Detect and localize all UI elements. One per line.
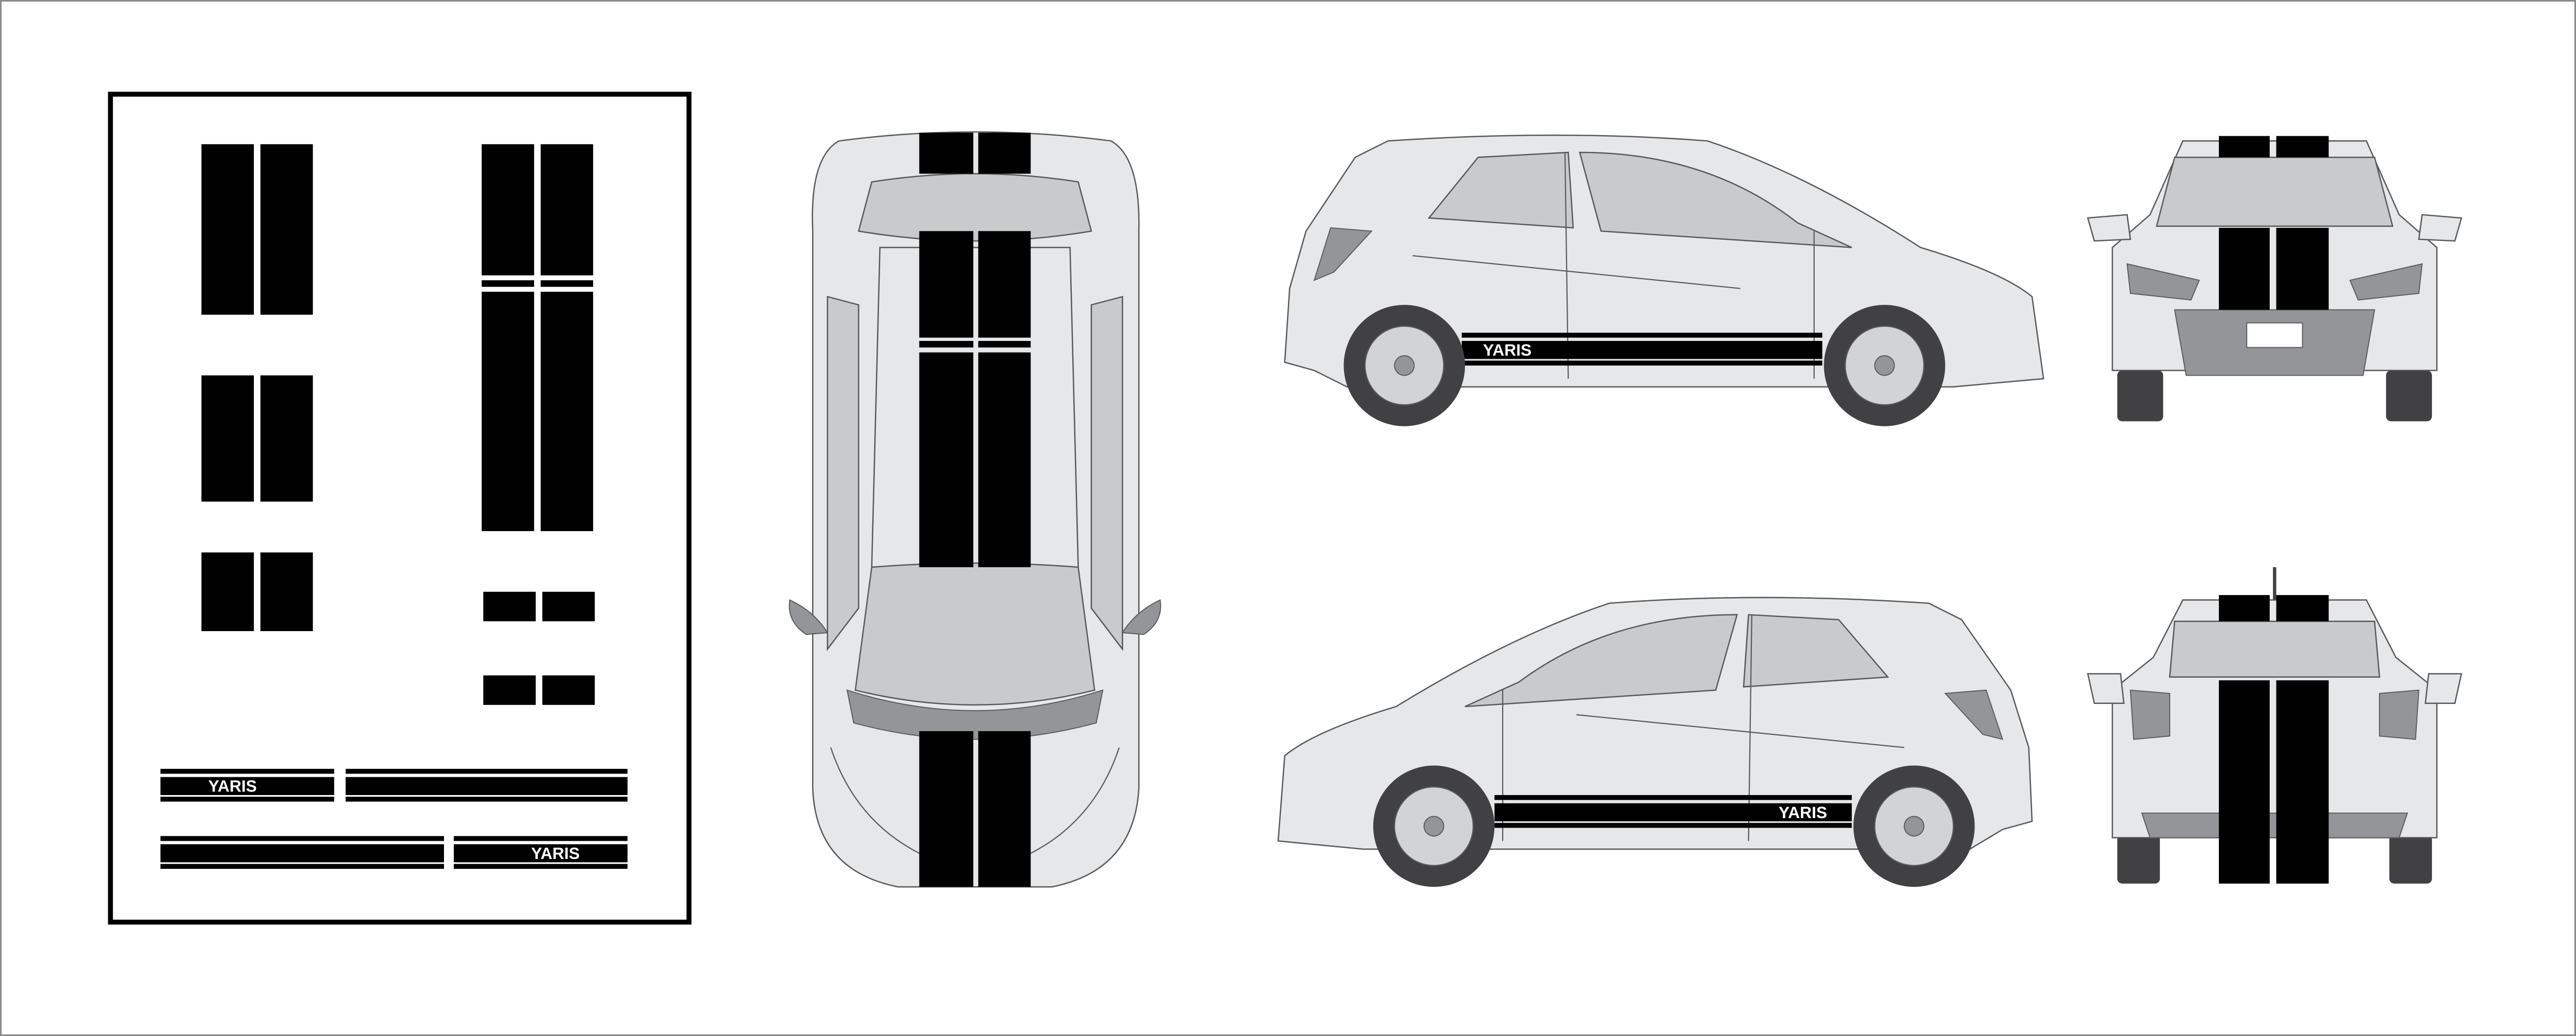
top-stripes <box>919 133 1031 887</box>
stripe-piece <box>483 675 536 705</box>
sheet-side-stripe-1: YARIS <box>160 768 335 802</box>
stripe-piece <box>542 675 595 705</box>
sheet-side-stripe-4: YARIS <box>453 836 628 869</box>
decal-sheet: YARIS YARIS <box>108 92 692 925</box>
wheel <box>1373 765 1495 887</box>
license-plate <box>2246 322 2303 348</box>
rear-window <box>858 173 1092 242</box>
stripe-piece <box>542 591 595 622</box>
stripe-piece <box>540 144 593 275</box>
rear-window <box>2169 620 2381 678</box>
stripe-piece <box>201 552 254 631</box>
wheel <box>1343 305 1465 426</box>
car-top-view <box>789 131 1161 888</box>
sheet-yaris-label: YARIS <box>531 844 580 863</box>
side-right-yaris-label: YARIS <box>1483 341 1531 359</box>
side-right-stripe: YARIS <box>1461 333 1823 366</box>
stripe-piece <box>481 280 535 287</box>
mirror-right <box>1122 599 1161 635</box>
windshield <box>2156 157 2394 227</box>
windshield <box>854 562 1096 706</box>
sheet-hood-stripes <box>201 144 313 631</box>
car-side-view-left: YARIS <box>1277 597 2033 887</box>
stripe-piece <box>201 144 254 315</box>
wheel <box>1853 765 1975 887</box>
stripe-piece <box>260 375 313 502</box>
sheet-yaris-label: YARIS <box>208 777 257 796</box>
side-left-stripe: YARIS <box>1494 795 1852 828</box>
mirror-left <box>789 599 829 635</box>
sheet-side-stripe-2 <box>346 768 628 802</box>
car-front-view <box>2086 136 2462 422</box>
sheet-roof-stripes <box>481 144 595 705</box>
stripe-piece <box>540 292 593 532</box>
stripe-piece <box>481 292 535 532</box>
front-stripes <box>2218 136 2329 310</box>
front-side-window <box>1579 151 1852 248</box>
stripe-piece <box>540 280 593 287</box>
car-rear-view <box>2086 567 2462 884</box>
stripe-piece <box>260 144 313 315</box>
rear-stripes <box>2218 595 2329 884</box>
side-left-yaris-label: YARIS <box>1779 803 1827 822</box>
wheel <box>1824 305 1946 426</box>
stripe-piece <box>481 144 535 275</box>
car-side-view-right: YARIS <box>1284 134 2045 426</box>
stripe-piece <box>260 552 313 631</box>
stripe-piece <box>483 591 536 622</box>
sheet-side-stripe-3 <box>160 836 444 869</box>
rear-side-window <box>1427 151 1574 229</box>
stripe-piece <box>201 375 254 502</box>
